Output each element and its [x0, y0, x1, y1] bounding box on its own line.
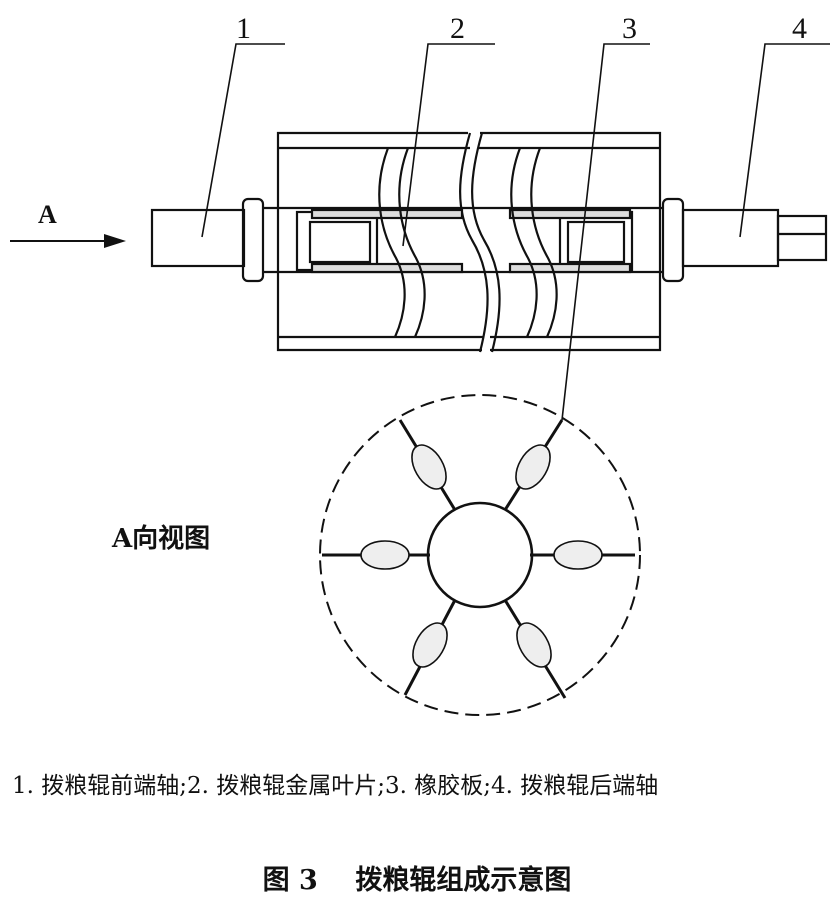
blade-clamps [360, 444, 603, 668]
leader-3 [561, 43, 650, 421]
front-shaft [150, 208, 246, 268]
part-label-4: 4 [792, 12, 807, 45]
end-view [319, 394, 641, 716]
rear-flange [661, 197, 685, 283]
part-label-2: 2 [450, 12, 465, 45]
metal-blade-right [510, 147, 538, 338]
roller-body-right [480, 131, 662, 352]
break-line-left [459, 132, 489, 353]
leader-2 [402, 43, 495, 247]
view-label: A向视图 [112, 524, 211, 554]
rear-shaft [681, 208, 780, 268]
leader-4 [739, 43, 830, 238]
figure-caption: 图 3 拨粮辊组成示意图 [0, 858, 834, 897]
figure-title: 拨粮辊组成示意图 [355, 865, 572, 896]
front-flange [241, 197, 265, 283]
part-label-3: 3 [622, 12, 637, 45]
arrow-label: A [38, 200, 57, 229]
metal-blade-left [378, 147, 406, 338]
parts-legend: 1. 拨粮辊前端轴;2. 拨粮辊金属叶片;3. 橡胶板;4. 拨粮辊后端轴 [12, 773, 659, 799]
break-line-right [471, 132, 501, 353]
figure-number: 图 3 [262, 865, 318, 896]
part-label-1: 1 [236, 12, 251, 45]
hub-circle [426, 501, 534, 609]
direction-arrow [10, 234, 126, 248]
roller-body-left [276, 131, 482, 352]
sweep-circle [319, 394, 641, 716]
leader-1 [201, 43, 285, 238]
